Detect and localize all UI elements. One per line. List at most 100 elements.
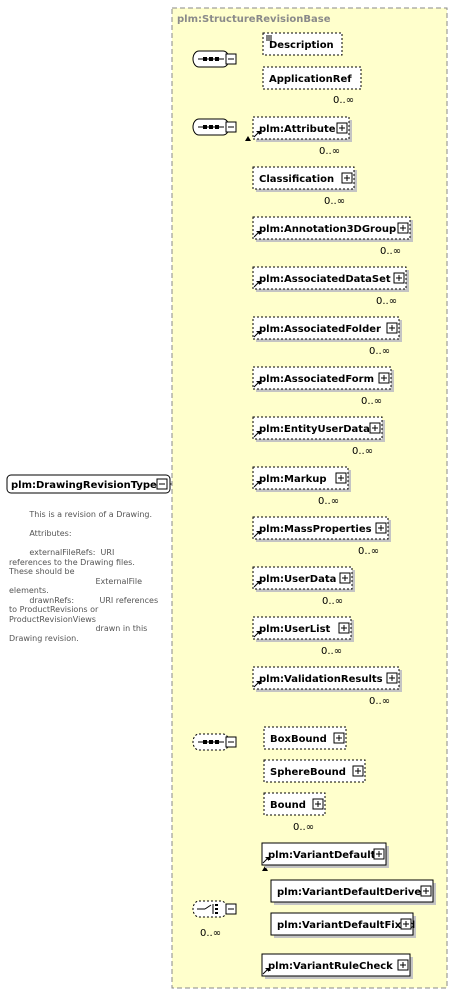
ref-arrow-icon	[256, 681, 260, 685]
sequence-compositor-icon[interactable]	[192, 118, 230, 136]
occurrence-label: 0..∞	[380, 246, 401, 257]
expand-icon[interactable]	[341, 172, 353, 184]
bus-arrow-icon	[245, 136, 251, 141]
root-element-box[interactable]	[6, 474, 171, 494]
element-border	[270, 912, 414, 936]
ref-arrow-icon	[256, 231, 260, 235]
element-label: Description	[269, 40, 334, 51]
choice-dot	[215, 908, 218, 910]
ref-arrow-icon	[256, 381, 260, 385]
element-box[interactable]: plm:AssociatedDataSet	[252, 266, 409, 292]
sequence-dot	[203, 125, 207, 129]
choice-octagon	[192, 900, 228, 918]
element-label: plm:UserList	[259, 624, 331, 635]
expand-icon[interactable]	[400, 918, 412, 930]
element-label: plm:AssociatedFolder	[259, 324, 381, 335]
sequence-compositor-icon[interactable]	[192, 733, 230, 751]
element-border	[252, 466, 349, 490]
expand-icon[interactable]	[420, 885, 432, 897]
ref-arrow-icon	[256, 631, 260, 635]
element-label: plm:MassProperties	[259, 524, 372, 535]
element-box[interactable]: plm:EntityUserData	[252, 416, 385, 442]
element-border	[252, 366, 392, 390]
occurrence-label: 0..∞	[333, 95, 354, 106]
expand-icon[interactable]	[333, 732, 345, 744]
expand-icon[interactable]	[386, 672, 398, 684]
element-border	[252, 266, 407, 290]
expand-icon[interactable]	[336, 122, 348, 134]
expand-icon[interactable]	[338, 622, 350, 634]
sequence-collapse-icon[interactable]	[225, 736, 237, 748]
element-box[interactable]: Description	[262, 32, 343, 56]
expand-icon[interactable]	[378, 372, 390, 384]
element-box[interactable]: plm:UserData	[252, 566, 355, 592]
element-border	[252, 216, 411, 240]
sequence-compositor-icon[interactable]	[192, 50, 230, 68]
element-box[interactable]: plm:VariantRuleCheck	[261, 953, 413, 979]
element-label: plm:VariantDefaultDerived	[277, 887, 428, 898]
sequence-dot	[215, 740, 219, 744]
expand-icon[interactable]	[375, 522, 387, 534]
documentation-text: This is a revision of a Drawing. Attribu…	[9, 510, 159, 643]
ref-arrow-icon	[256, 281, 260, 285]
element-box[interactable]: SphereBound	[263, 759, 366, 783]
occurrence-label: 0..∞	[369, 696, 390, 707]
choice-switch-line	[204, 904, 212, 910]
element-border	[263, 726, 347, 750]
element-label: plm:EntityUserData	[259, 424, 370, 435]
ref-arrow-icon	[265, 968, 269, 972]
occurrence-label: 0..∞	[293, 822, 314, 833]
expand-icon[interactable]	[373, 848, 385, 860]
expand-icon[interactable]	[397, 222, 409, 234]
element-border	[252, 616, 352, 640]
element-box[interactable]: Bound	[263, 792, 326, 816]
root-collapse-icon[interactable]	[156, 478, 168, 490]
element-box[interactable]: plm:MassProperties	[252, 516, 391, 542]
element-border	[262, 66, 362, 90]
element-box[interactable]: plm:ValidationResults	[252, 666, 402, 692]
expand-icon[interactable]	[335, 472, 347, 484]
element-label: Classification	[259, 174, 334, 185]
element-box[interactable]: plm:UserList	[252, 616, 354, 642]
ref-arrow-icon	[256, 431, 260, 435]
element-box[interactable]: plm:AssociatedForm	[252, 366, 394, 392]
element-label: SphereBound	[270, 767, 346, 778]
occurrence-label: 0..∞	[319, 146, 340, 157]
element-border	[263, 759, 366, 783]
element-border	[252, 666, 400, 690]
element-box[interactable]: Classification	[252, 166, 357, 192]
element-label: plm:VariantRuleCheck	[268, 961, 393, 972]
expand-icon[interactable]	[352, 765, 364, 777]
expand-icon[interactable]	[397, 959, 409, 971]
choice-compositor-icon[interactable]	[192, 900, 228, 918]
choice-collapse-icon[interactable]	[225, 903, 237, 915]
choice-dot	[215, 912, 218, 914]
base-group-area	[171, 7, 448, 989]
bus-arrow-icon	[262, 866, 268, 871]
element-box[interactable]: plm:Annotation3DGroup	[252, 216, 413, 242]
element-box[interactable]: plm:Attribute	[252, 116, 352, 142]
element-box[interactable]: plm:VariantDefaultDerived	[270, 879, 436, 905]
sequence-collapse-icon[interactable]	[225, 53, 237, 65]
element-border	[270, 879, 434, 903]
sequence-dot	[209, 57, 213, 61]
sequence-collapse-icon[interactable]	[225, 121, 237, 133]
expand-icon[interactable]	[386, 322, 398, 334]
occurrence-label: 0..∞	[324, 196, 345, 207]
expand-icon[interactable]	[312, 798, 324, 810]
expand-icon[interactable]	[369, 422, 381, 434]
element-border	[252, 116, 350, 140]
element-box[interactable]: plm:Markup	[252, 466, 351, 492]
occurrence-label: 0..∞	[376, 296, 397, 307]
element-box[interactable]: plm:AssociatedFolder	[252, 316, 402, 342]
choice-dot	[215, 904, 218, 906]
element-box[interactable]: ApplicationRef	[262, 66, 362, 90]
element-box[interactable]: plm:VariantDefaultFixed	[270, 912, 416, 938]
expand-icon[interactable]	[339, 572, 351, 584]
element-label: plm:VariantDefaultFixed	[277, 920, 415, 931]
base-group-title: plm:StructureRevisionBase	[177, 14, 331, 25]
ref-arrow-icon	[256, 531, 260, 535]
expand-icon[interactable]	[393, 272, 405, 284]
element-box[interactable]: BoxBound	[263, 726, 347, 750]
element-box[interactable]: plm:VariantDefault	[261, 842, 389, 868]
